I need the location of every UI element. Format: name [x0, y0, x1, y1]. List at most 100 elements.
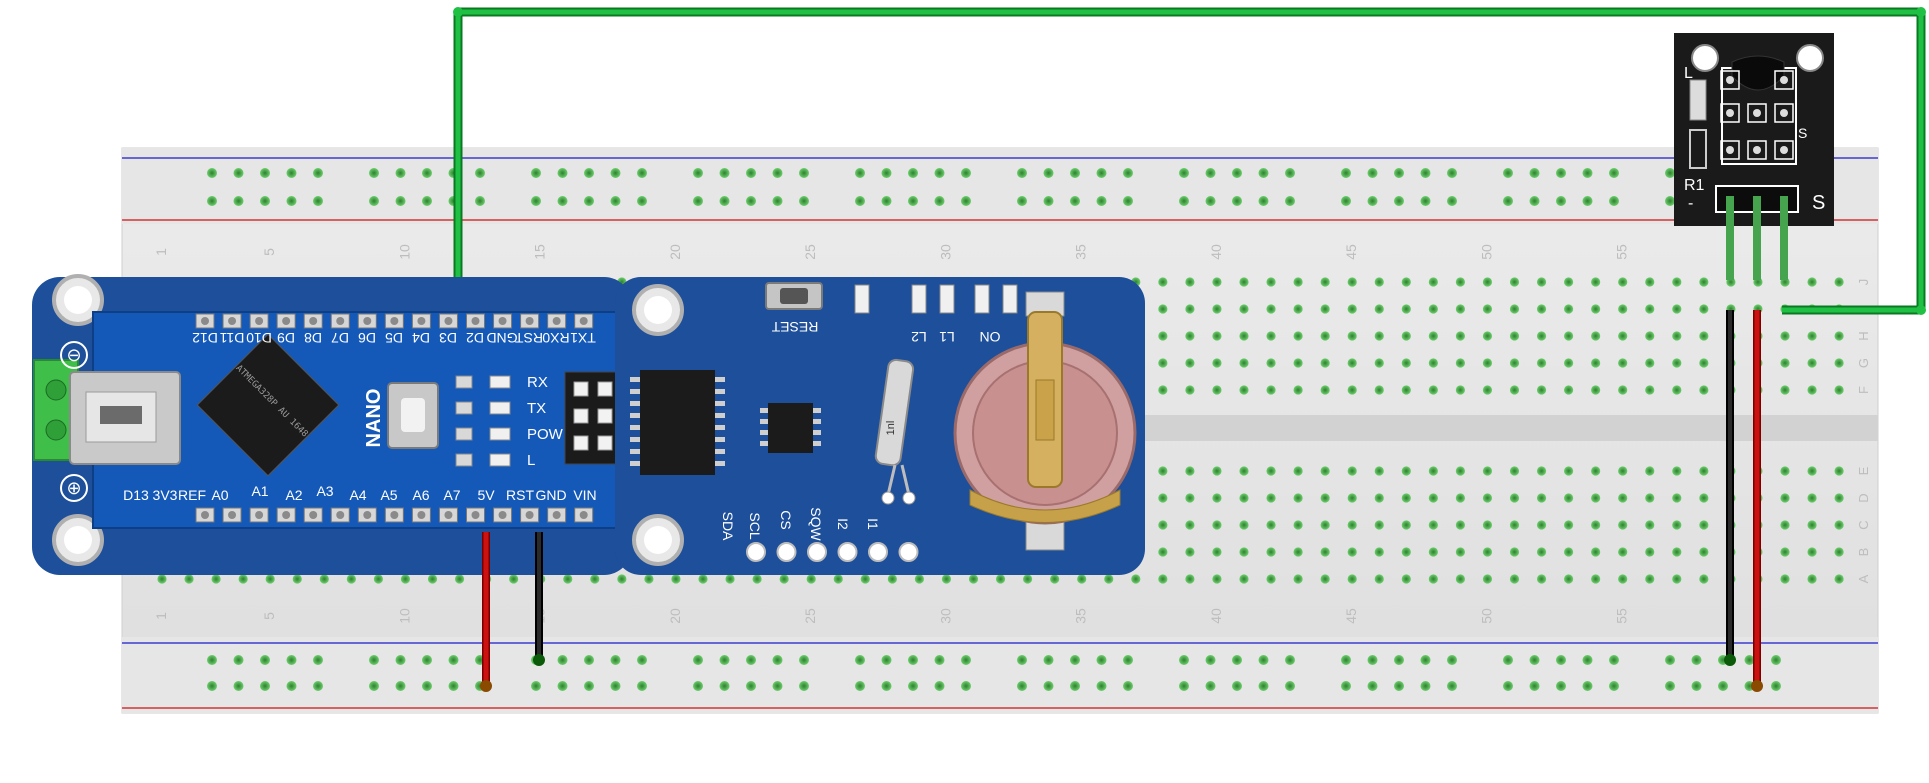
rail-hole[interactable] [1609, 196, 1619, 206]
terminal-hole[interactable] [1618, 304, 1628, 314]
rail-hole[interactable] [1665, 681, 1675, 691]
terminal-hole[interactable] [1347, 574, 1357, 584]
terminal-hole[interactable] [1618, 493, 1628, 503]
terminal-hole[interactable] [1834, 574, 1844, 584]
terminal-hole[interactable] [1212, 493, 1222, 503]
rail-hole[interactable] [1341, 681, 1351, 691]
rail-hole[interactable] [1529, 196, 1540, 206]
rail-hole[interactable] [395, 196, 406, 206]
terminal-hole[interactable] [1618, 574, 1628, 584]
terminal-hole[interactable] [1672, 385, 1682, 395]
terminal-hole[interactable] [1536, 547, 1547, 557]
terminal-hole[interactable] [1239, 304, 1249, 314]
terminal-hole[interactable] [1374, 574, 1384, 584]
rail-hole[interactable] [1529, 655, 1540, 665]
terminal-hole[interactable] [698, 574, 708, 584]
rail-hole[interactable] [1394, 681, 1404, 691]
rail-hole[interactable] [637, 681, 647, 691]
terminal-hole[interactable] [1645, 304, 1655, 314]
terminal-hole[interactable] [1807, 493, 1817, 503]
rail-hole[interactable] [1232, 655, 1242, 665]
rail-hole[interactable] [557, 196, 568, 206]
rail-hole[interactable] [1503, 168, 1513, 178]
rail-hole[interactable] [531, 168, 541, 178]
rail-hole[interactable] [1744, 655, 1755, 665]
terminal-hole[interactable] [671, 574, 681, 584]
terminal-hole[interactable] [1266, 493, 1276, 503]
terminal-hole[interactable] [1536, 385, 1547, 395]
terminal-hole[interactable] [1293, 331, 1303, 341]
rail-hole[interactable] [1205, 655, 1216, 665]
terminal-hole[interactable] [1401, 493, 1411, 503]
terminal-hole[interactable] [1212, 547, 1222, 557]
terminal-hole[interactable] [1536, 304, 1547, 314]
rail-hole[interactable] [207, 168, 217, 178]
terminal-hole[interactable] [1645, 466, 1655, 476]
rail-hole[interactable] [584, 655, 594, 665]
terminal-hole[interactable] [1509, 547, 1520, 557]
terminal-hole[interactable] [1185, 574, 1195, 584]
rail-hole[interactable] [369, 681, 379, 691]
terminal-hole[interactable] [1482, 493, 1493, 503]
terminal-hole[interactable] [1645, 493, 1655, 503]
terminal-hole[interactable] [1347, 304, 1357, 314]
rail-hole[interactable] [934, 681, 945, 691]
rail-hole[interactable] [1043, 681, 1054, 691]
rail-hole[interactable] [1367, 681, 1378, 691]
terminal-hole[interactable] [563, 574, 573, 584]
terminal-hole[interactable] [1645, 277, 1655, 287]
terminal-hole[interactable] [1834, 547, 1844, 557]
rail-hole[interactable] [799, 655, 809, 665]
terminal-hole[interactable] [1672, 304, 1682, 314]
rail-hole[interactable] [1285, 196, 1295, 206]
terminal-hole[interactable] [1482, 331, 1493, 341]
rail-hole[interactable] [1771, 655, 1781, 665]
rail-hole[interactable] [369, 196, 379, 206]
rail-hole[interactable] [1096, 655, 1107, 665]
terminal-hole[interactable] [1591, 466, 1601, 476]
terminal-hole[interactable] [1374, 304, 1384, 314]
terminal-hole[interactable] [995, 574, 1006, 584]
terminal-hole[interactable] [1212, 331, 1222, 341]
rail-hole[interactable] [693, 196, 703, 206]
rail-hole[interactable] [1556, 196, 1566, 206]
terminal-hole[interactable] [1807, 331, 1817, 341]
terminal-hole[interactable] [1807, 574, 1817, 584]
terminal-hole[interactable] [1374, 520, 1384, 530]
rail-hole[interactable] [260, 168, 270, 178]
terminal-hole[interactable] [1699, 466, 1709, 476]
nano-gnd-wire[interactable] [533, 532, 545, 666]
terminal-hole[interactable] [1266, 358, 1276, 368]
rail-hole[interactable] [369, 168, 379, 178]
rail-hole[interactable] [719, 196, 730, 206]
rail-hole[interactable] [1420, 196, 1431, 206]
terminal-hole[interactable] [1455, 331, 1465, 341]
rail-hole[interactable] [746, 168, 756, 178]
rtc-pin[interactable] [868, 542, 888, 562]
rail-hole[interactable] [1123, 655, 1133, 665]
rtc-pin[interactable] [807, 542, 827, 562]
terminal-hole[interactable] [1645, 385, 1655, 395]
rail-hole[interactable] [286, 168, 297, 178]
terminal-hole[interactable] [1374, 493, 1384, 503]
terminal-hole[interactable] [1482, 466, 1493, 476]
rail-hole[interactable] [961, 655, 971, 665]
terminal-hole[interactable] [1239, 466, 1249, 476]
terminal-hole[interactable] [1185, 277, 1195, 287]
terminal-hole[interactable] [1564, 385, 1574, 395]
terminal-hole[interactable] [1536, 574, 1547, 584]
terminal-hole[interactable] [1158, 304, 1168, 314]
rail-hole[interactable] [1420, 168, 1431, 178]
terminal-hole[interactable] [1239, 520, 1249, 530]
rail-hole[interactable] [584, 196, 594, 206]
rail-hole[interactable] [233, 168, 244, 178]
rail-hole[interactable] [1341, 655, 1351, 665]
terminal-hole[interactable] [1347, 466, 1357, 476]
terminal-hole[interactable] [1401, 547, 1411, 557]
terminal-hole[interactable] [941, 574, 952, 584]
terminal-hole[interactable] [1158, 466, 1168, 476]
rail-hole[interactable] [1017, 655, 1027, 665]
terminal-hole[interactable] [1320, 358, 1330, 368]
terminal-hole[interactable] [1320, 493, 1330, 503]
terminal-hole[interactable] [1428, 574, 1438, 584]
